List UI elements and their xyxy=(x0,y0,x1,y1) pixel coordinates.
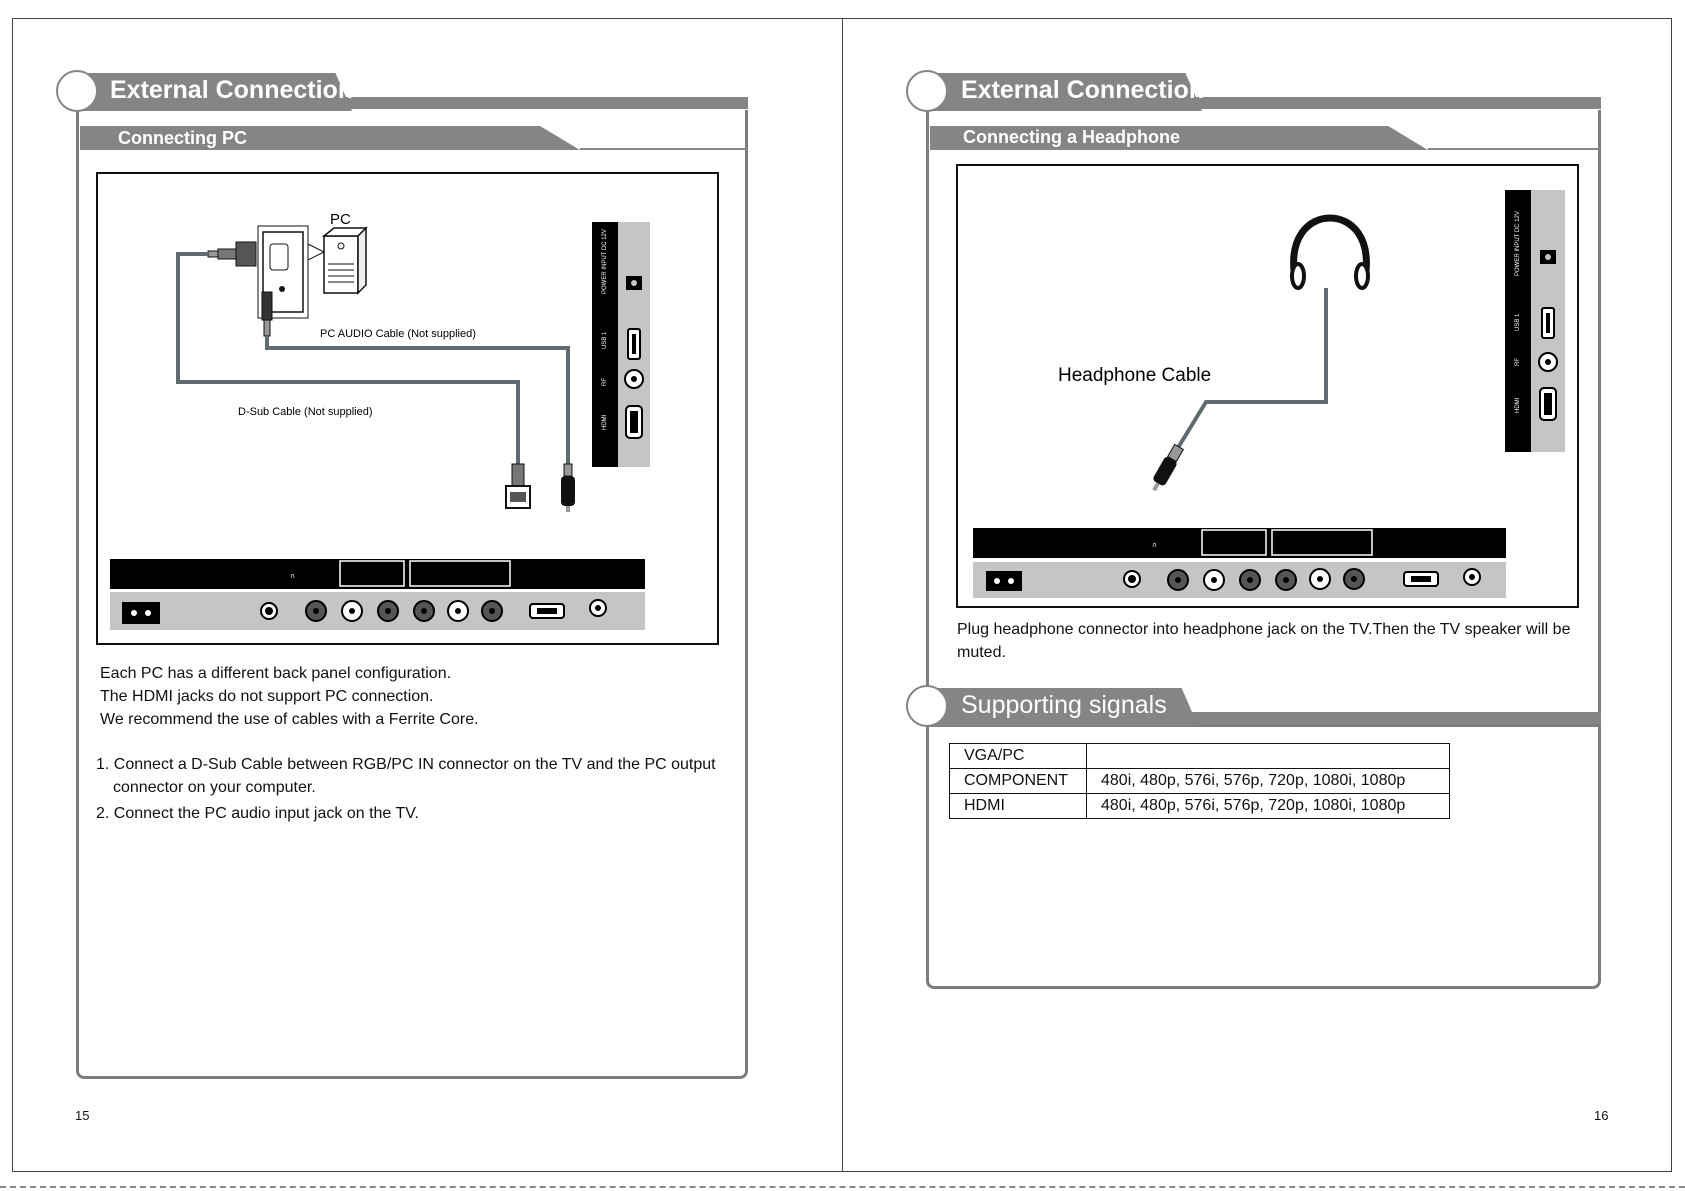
audio-cable-label: PC AUDIO Cable (Not supplied) xyxy=(320,328,476,340)
headphone-description: Plug headphone connector into headphone … xyxy=(957,618,1570,664)
description-line: Plug headphone connector into headphone … xyxy=(957,621,1571,638)
svg-text:∩: ∩ xyxy=(1152,541,1157,549)
side-label-power: POWER INPUT DC 12V xyxy=(1515,211,1521,276)
side-label-usb: USB 1 xyxy=(1515,313,1521,331)
left-section-title: Connecting PC xyxy=(118,128,247,148)
pc-connection-diagram: PC PC AUDIO Cable (N xyxy=(96,172,719,645)
headphone-cable-label: Headphone Cable xyxy=(1058,365,1211,386)
signal-formats xyxy=(1086,743,1450,769)
side-label-rf: RF xyxy=(602,378,608,386)
page-spine xyxy=(842,18,843,1172)
left-page-title: External Connection xyxy=(110,76,354,104)
tv-bottom-panel: ∩ xyxy=(973,528,1506,598)
table-row: COMPONENT 480i, 480p, 576i, 576p, 720p, … xyxy=(949,768,1450,794)
headphone-connection-illustration: Headphone Cable POWER INPUT DC 12V USB 1… xyxy=(973,190,1565,598)
tv-side-panel: POWER INPUT DC 12V USB 1 RF HDMI xyxy=(592,222,650,467)
table-row: VGA/PC xyxy=(949,743,1450,769)
headphone-connection-diagram: Headphone Cable POWER INPUT DC 12V USB 1… xyxy=(956,164,1579,608)
note-line: Each PC has a different back panel confi… xyxy=(100,665,452,682)
right-header-circle xyxy=(906,70,948,112)
signals-header-circle xyxy=(906,685,948,727)
page-number-left: 15 xyxy=(75,1108,90,1123)
side-label-rf: RF xyxy=(1515,358,1521,366)
side-label-hdmi: HDMI xyxy=(1515,397,1521,413)
note-line: We recommend the use of cables with a Fe… xyxy=(100,711,479,728)
pc-tower-icon xyxy=(321,226,368,295)
headphone-icon xyxy=(1290,214,1370,290)
right-section-tab xyxy=(930,126,1428,150)
dsub-plug-pc-side xyxy=(207,241,257,267)
left-steps: 1. Connect a D-Sub Cable between RGB/PC … xyxy=(96,753,716,825)
left-header-tab xyxy=(76,73,352,111)
ac-power-inlet-icon xyxy=(122,602,160,624)
right-header-bar xyxy=(1090,97,1601,109)
signals-header-rule xyxy=(926,724,1601,727)
audio-cable-line xyxy=(265,336,570,464)
signals-title: Supporting signals xyxy=(961,691,1167,719)
right-section-title: Connecting a Headphone xyxy=(963,127,1181,147)
pc-label: PC xyxy=(330,211,351,228)
side-label-usb: USB 1 xyxy=(602,331,608,349)
headphone-cable-line xyxy=(1174,288,1328,453)
dsub-cable-label: D-Sub Cable (Not supplied) xyxy=(238,406,373,418)
right-header-tab xyxy=(926,73,1202,111)
signal-name: HDMI xyxy=(949,793,1087,819)
note-line: The HDMI jacks do not support PC connect… xyxy=(100,688,434,705)
audio-plug-pc-side xyxy=(261,291,273,337)
table-row: HDMI 480i, 480p, 576i, 576p, 720p, 1080i… xyxy=(949,793,1450,819)
ac-power-inlet-icon xyxy=(986,571,1022,591)
step-line: 1. Connect a D-Sub Cable between RGB/PC … xyxy=(96,756,716,773)
bottom-dashed-line xyxy=(0,1186,1685,1188)
right-section-rule xyxy=(1428,148,1601,150)
left-header-bar xyxy=(240,97,748,109)
left-panel-frame xyxy=(76,110,748,1079)
right-panel-frame xyxy=(926,110,1601,989)
signal-name: VGA/PC xyxy=(949,743,1087,769)
signals-header-tab xyxy=(926,688,1198,726)
description-line: muted. xyxy=(957,644,1006,661)
side-label-hdmi: HDMI xyxy=(602,414,608,430)
left-section-rule xyxy=(580,148,748,150)
signal-formats: 480i, 480p, 576i, 576p, 720p, 1080i, 108… xyxy=(1086,768,1450,794)
headphone-plug xyxy=(1152,443,1185,492)
signal-name: COMPONENT xyxy=(949,768,1087,794)
page-number-right: 16 xyxy=(1594,1108,1609,1123)
tv-side-panel: POWER INPUT DC 12V USB 1 RF HDMI xyxy=(1505,190,1565,452)
signal-formats: 480i, 480p, 576i, 576p, 720p, 1080i, 108… xyxy=(1086,793,1450,819)
tv-bottom-panel: ∩ xyxy=(110,559,645,630)
supporting-signals-table: VGA/PC COMPONENT 480i, 480p, 576i, 576p,… xyxy=(949,743,1450,819)
audio-plug-tv-side xyxy=(561,463,575,512)
step-line: 2. Connect the PC audio input jack on th… xyxy=(96,805,419,822)
right-page-title: External Connection xyxy=(961,76,1205,104)
svg-text:∩: ∩ xyxy=(290,572,295,580)
left-header-circle xyxy=(56,70,98,112)
side-label-power: POWER INPUT DC 12V xyxy=(602,229,608,294)
left-notes: Each PC has a different back panel confi… xyxy=(100,662,479,731)
dsub-plug-tv-side xyxy=(505,463,531,509)
step-line: connector on your computer. xyxy=(113,779,316,796)
pc-connection-illustration: PC PC AUDIO Cable (N xyxy=(110,211,650,630)
left-section-tab xyxy=(80,126,580,150)
dsub-cable-line xyxy=(176,252,520,464)
signals-header-bar xyxy=(1090,712,1601,724)
